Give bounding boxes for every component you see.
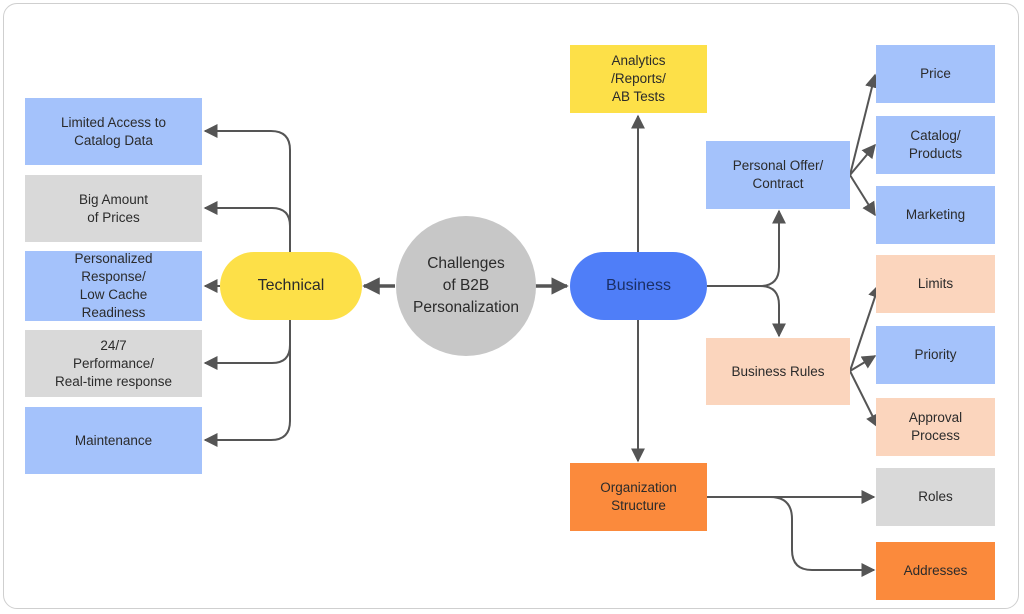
technical-to-maintenance-arrow — [203, 320, 291, 447]
analytics-node: Analytics /Reports/ AB Tests — [570, 45, 707, 113]
offer-item-catalog: Catalog/ Products — [876, 116, 995, 174]
business-rules-node: Business Rules — [706, 338, 850, 405]
offer-to-marketing-arrow — [849, 174, 876, 217]
business-node: Business — [570, 252, 707, 320]
rules-to-approval-arrow — [849, 370, 879, 429]
technical-item-big-amount-prices: Big Amount of Prices — [25, 175, 202, 242]
technical-item-limited-access: Limited Access to Catalog Data — [25, 98, 202, 165]
org-to-addresses-arrow — [769, 496, 876, 577]
business-to-business-rules-arrow — [759, 285, 786, 338]
technical-item-maintenance: Maintenance — [25, 407, 202, 474]
offer-to-catalog-arrow — [849, 143, 876, 176]
business-to-personal-offer-arrow — [707, 209, 786, 287]
offer-to-price-arrow — [849, 73, 879, 176]
rules-to-limits-arrow — [849, 283, 882, 372]
technical-item-personalized-response: Personalized Response/ Low Cache Readine… — [25, 251, 202, 321]
technical-node: Technical — [220, 252, 362, 320]
technical-to-performance-arrow — [203, 320, 291, 370]
rules-item-priority: Priority — [876, 326, 995, 384]
org-item-addresses: Addresses — [876, 542, 995, 600]
technical-to-limited-access-arrow — [203, 124, 291, 252]
offer-item-price: Price — [876, 45, 995, 103]
center-node: Challenges of B2B Personalization — [396, 216, 536, 356]
technical-item-performance: 24/7 Performance/ Real-time response — [25, 330, 202, 397]
organization-node: Organization Structure — [570, 463, 707, 531]
technical-to-big-amount-arrow — [203, 201, 291, 252]
rules-to-priority-arrow — [849, 355, 877, 372]
offer-item-marketing: Marketing — [876, 186, 995, 244]
rules-item-limits: Limits — [876, 255, 995, 313]
diagram-frame — [3, 3, 1019, 609]
rules-item-approval-process: Approval Process — [876, 398, 995, 456]
org-item-roles: Roles — [876, 468, 995, 526]
personal-offer-node: Personal Offer/ Contract — [706, 141, 850, 209]
